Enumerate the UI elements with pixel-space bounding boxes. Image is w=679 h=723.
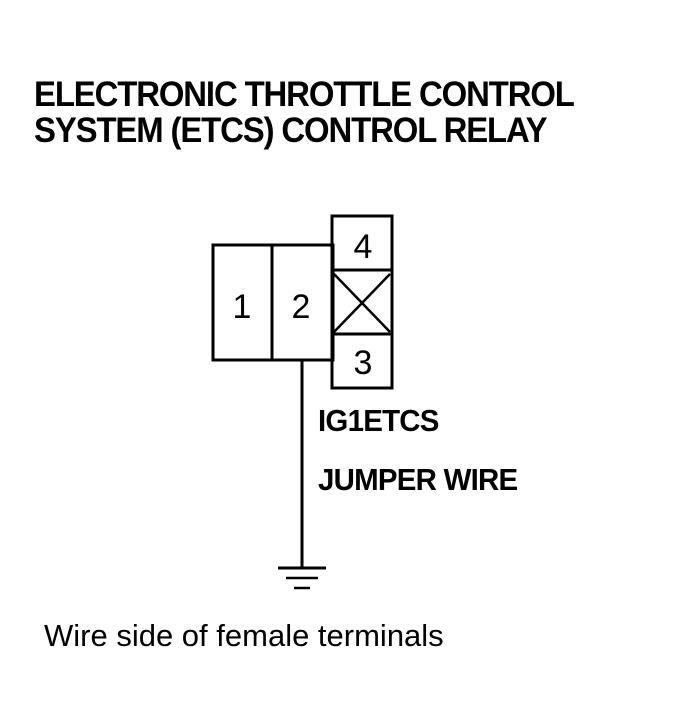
jumper-wire-label: JUMPER WIRE [318,462,518,497]
wire-name-label: IG1ETCS [318,403,439,438]
terminal-3-label: 3 [354,344,373,382]
empty-cavity-cross-b [333,273,391,333]
ground-icon [278,566,326,590]
terminal-4-label: 4 [354,228,373,266]
terminal-2-label: 2 [292,288,311,326]
view-caption: Wire side of female terminals [44,618,444,653]
diagram-title-line-2: SYSTEM (ETCS) CONTROL RELAY [34,111,548,150]
diagram-title-line-1: ELECTRONIC THROTTLE CONTROL [34,75,575,114]
connector-side-column [330,214,394,390]
terminal-1-label: 1 [233,288,252,326]
